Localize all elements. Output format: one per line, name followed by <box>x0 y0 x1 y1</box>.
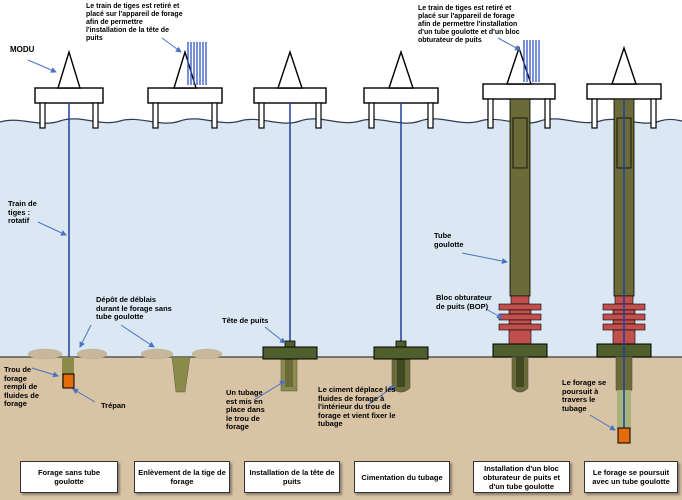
modu-leg <box>315 102 322 129</box>
cement-label: Le ciment déplace les fluides de forage … <box>318 385 396 429</box>
modu-label: MODU <box>10 45 35 54</box>
casing <box>285 357 293 387</box>
arrow-continue <box>589 414 616 431</box>
cuttings-pile <box>27 348 63 360</box>
wellhead-top <box>284 340 296 348</box>
modu-leg <box>544 98 551 129</box>
derrick <box>57 49 81 89</box>
pipe-rack <box>523 40 540 82</box>
continue-label: Le forage se poursuit à travers le tubag… <box>562 378 607 413</box>
stage-6-caption: Le forage se poursuit avec un tube goulo… <box>584 461 678 493</box>
modu-platform-1 <box>34 87 104 104</box>
derrick <box>173 49 197 89</box>
modu-leg <box>211 102 218 129</box>
pipe-rack <box>187 42 207 85</box>
arrow-note-top-2 <box>497 37 521 51</box>
hole-fluid-label: Trou de forage rempli de fluides de fora… <box>4 365 40 409</box>
cuttings-label: Dépôt de déblais durant le forage sans t… <box>96 295 172 322</box>
stage-2-caption: Enlèvement de la tige de forage <box>134 461 230 493</box>
stage-4-caption: Cimentation du tubage <box>354 461 450 493</box>
modu-leg <box>427 102 434 129</box>
sea-surface-line <box>0 118 682 124</box>
arrow-riser <box>461 252 508 264</box>
arrow-cuttings-2 <box>120 324 155 348</box>
modu-leg <box>650 98 657 129</box>
arrow-bit <box>72 388 96 403</box>
derrick <box>388 49 414 89</box>
arrow-casing <box>253 380 286 401</box>
modu-platform-6 <box>586 83 662 100</box>
stage-3-caption: Installation de la tête de puits <box>244 461 340 493</box>
note-top-2: Le train de tiges est retiré et placé su… <box>418 5 520 44</box>
bop-stack <box>498 295 542 345</box>
modu-platform-4 <box>363 87 439 104</box>
modu-leg <box>487 98 494 129</box>
modu-platform-5 <box>482 83 556 100</box>
wellhead <box>262 346 318 360</box>
cuttings-pile <box>191 348 223 360</box>
arrow-wellhead <box>264 326 286 344</box>
stage-2-graphic <box>140 42 223 393</box>
arrow-cement <box>367 385 395 406</box>
modu-leg <box>368 102 375 129</box>
derrick <box>277 49 303 89</box>
leader-arrows <box>27 37 616 431</box>
wellhead <box>373 346 429 360</box>
derrick <box>506 45 532 85</box>
modu-platform-3 <box>253 87 327 104</box>
drill-bit <box>617 427 631 444</box>
modu-leg <box>92 102 99 129</box>
modu-platform-2 <box>147 87 223 104</box>
arrow-hole-fluid <box>31 367 59 378</box>
riser-label: Tube goulotte <box>434 231 464 249</box>
derrick <box>611 45 637 85</box>
slip-joint <box>512 117 528 169</box>
stage-5-caption: Installation d'un bloc obturateur de pui… <box>473 461 570 493</box>
stage-4-graphic <box>363 49 439 393</box>
arrow-bop <box>485 308 503 319</box>
wellhead-label: Tête de puits <box>222 316 269 325</box>
bit-label: Trépan <box>101 401 126 410</box>
note-top-1: Le train de tiges est retiré et placé su… <box>86 3 183 42</box>
open-hole <box>171 356 191 393</box>
modu-leg <box>258 102 265 129</box>
wellhead <box>492 343 548 358</box>
stage-3-graphic <box>253 49 327 392</box>
drill-bit <box>62 373 75 389</box>
cuttings-pile <box>76 348 108 360</box>
stage-6-graphic <box>586 45 662 444</box>
stage-5-graphic <box>482 40 556 393</box>
casing <box>397 357 405 387</box>
modu-leg <box>591 98 598 129</box>
modu-leg <box>39 102 46 129</box>
wellhead-top <box>395 340 407 348</box>
casing <box>516 357 524 387</box>
arrow-drill-string <box>37 221 67 236</box>
stage-1-caption: Forage sans tube goulotte <box>20 461 118 493</box>
stage-1-graphic <box>27 49 108 389</box>
modu-leg <box>152 102 159 129</box>
casing-label: Un tubage est mis en place dans le trou … <box>226 388 265 432</box>
arrow-cuttings <box>79 324 92 348</box>
arrow-note-top-1 <box>161 37 182 53</box>
cuttings-pile <box>140 348 174 360</box>
arrow-modu <box>27 59 57 73</box>
bop-label: Bloc obturateur de puits (BOP) <box>436 293 492 311</box>
drill-string-label: Train de tiges : rotatif <box>8 199 37 226</box>
